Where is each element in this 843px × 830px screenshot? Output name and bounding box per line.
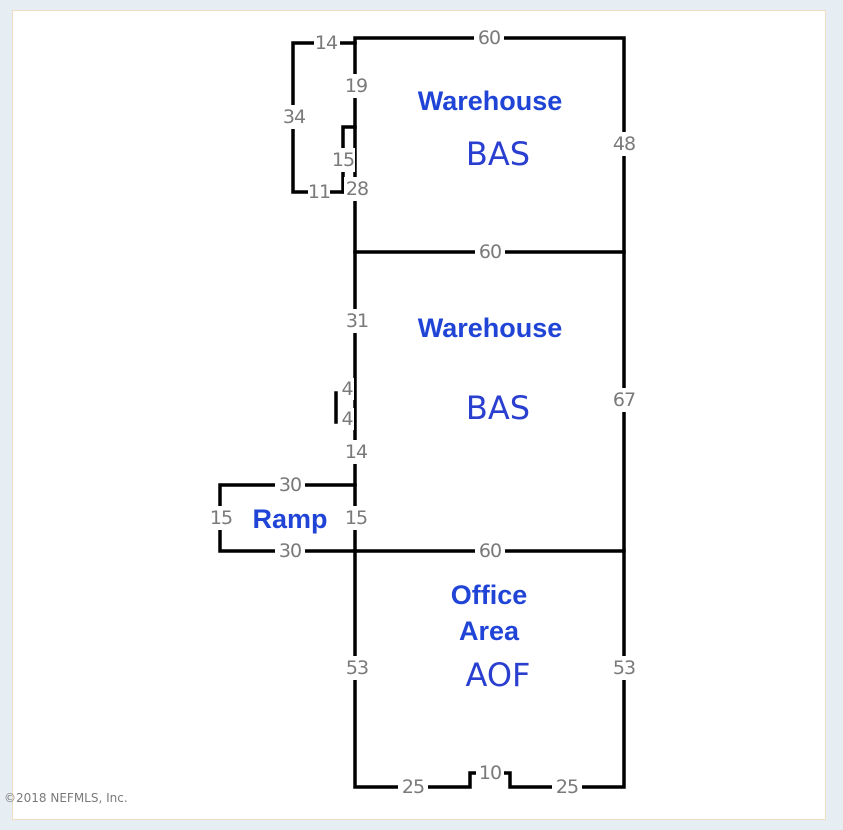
room-code-office: AOF <box>466 656 531 694</box>
sketch-frame <box>12 10 826 820</box>
dim-ramp-bottom: 30 <box>279 540 301 562</box>
dimension-labels: 60 48 14 19 34 15 11 28 60 31 4 4 14 67 … <box>209 26 638 799</box>
room-name-warehouse-2: Warehouse <box>418 313 563 343</box>
room-name-warehouse-1: Warehouse <box>418 86 563 116</box>
walls <box>218 36 626 789</box>
room-name-office-line2: Area <box>459 616 520 646</box>
room-labels: Warehouse BAS Warehouse BAS Ramp Office … <box>252 86 562 694</box>
dim-office-right: 53 <box>613 657 635 679</box>
dim-notch-a: 4 <box>341 378 353 400</box>
dim-top-left-upper: 19 <box>345 75 367 97</box>
room-code-warehouse-2: BAS <box>466 389 530 427</box>
dim-top-left-lower: 28 <box>346 178 368 200</box>
dim-notch-b: 4 <box>341 408 353 430</box>
dim-top-jog: 14 <box>315 32 338 54</box>
dim-top-width: 60 <box>478 27 500 49</box>
outer-perimeter-wall <box>353 36 626 789</box>
dim-mid-left-upper: 31 <box>346 310 368 332</box>
dim-top-right: 48 <box>613 133 635 155</box>
dim-ramp-top: 30 <box>279 474 301 496</box>
dim-divider-2: 60 <box>479 540 501 562</box>
dim-ramp-left: 15 <box>210 507 232 529</box>
dim-mid-left-lower: 14 <box>345 441 368 463</box>
dim-jog-bottom: 11 <box>308 181 330 203</box>
copyright-notice: ©2018 NEFMLS, Inc. <box>4 791 128 805</box>
room-code-warehouse-1: BAS <box>466 135 530 173</box>
dim-jog-inner: 15 <box>332 149 354 171</box>
dim-bottom-left: 25 <box>402 776 424 798</box>
dim-divider-1: 60 <box>479 241 501 263</box>
dim-left-outer: 34 <box>283 106 306 128</box>
room-name-ramp: Ramp <box>252 504 327 534</box>
dim-office-left: 53 <box>346 657 368 679</box>
dim-ramp-right: 15 <box>345 507 367 529</box>
room-name-office-line1: Office <box>451 580 528 610</box>
dim-bottom-right: 25 <box>556 776 578 798</box>
dim-bottom-notch: 10 <box>479 762 501 784</box>
dim-mid-right: 67 <box>613 389 635 411</box>
